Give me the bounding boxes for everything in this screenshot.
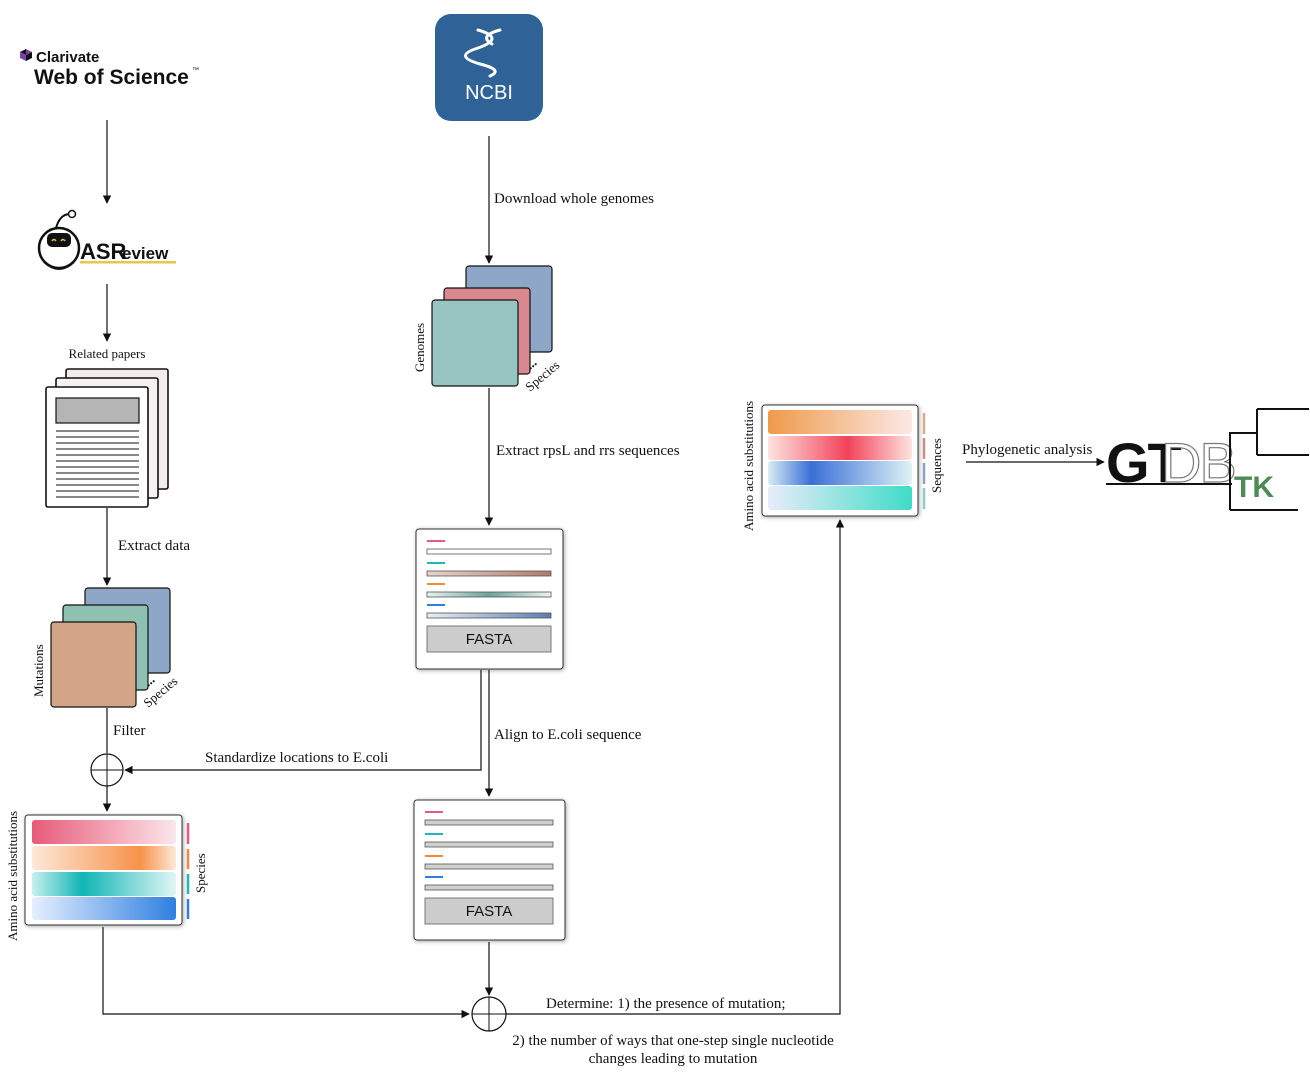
dna-helix-icon — [464, 28, 502, 78]
fasta-card-1: FASTA — [415, 528, 564, 670]
amino-right-label: Amino acid substitutions — [741, 401, 756, 531]
determine-line-2: 2) the number of ways that one-step sing… — [512, 1033, 834, 1049]
ncbi-wordmark: NCBI — [465, 82, 513, 104]
amino-matrix-right — [761, 404, 919, 517]
asreview-logo: ASR eview — [37, 209, 176, 270]
genomes-stack — [431, 265, 553, 387]
asreview-wordmark-b: eview — [122, 244, 169, 263]
species-left-label: Species — [193, 853, 208, 893]
ncbi-logo: NCBI — [435, 14, 543, 121]
related-papers-label: Related papers — [69, 346, 146, 361]
related-papers-stack — [45, 368, 169, 508]
web-of-science-logo: Clarivate Web of Science ™ — [20, 49, 199, 89]
wos-trademark: ™ — [192, 67, 199, 74]
fasta2-badge — [424, 897, 554, 925]
mutations-stack — [50, 587, 171, 708]
asreview-underline — [80, 261, 176, 264]
amino-left-label: Amino acid substitutions — [5, 811, 20, 941]
arrow-amino-left-to-join-bottom — [102, 927, 470, 1019]
fasta1-badge — [426, 625, 552, 653]
amino-right-row-blue — [768, 461, 912, 485]
standardize-label: Standardize locations to E.coli — [205, 750, 388, 766]
determine-line-1: Determine: 1) the presence of mutation; — [546, 996, 786, 1012]
genomes-label: Genomes — [412, 323, 427, 372]
asreview-robot-icon — [37, 209, 81, 270]
gtdb-tk: TK — [1234, 471, 1274, 504]
amino-row-teal — [32, 872, 176, 896]
fasta1-label: FASTA — [466, 631, 512, 648]
amino-row-blue — [32, 897, 176, 920]
gtdb-tk-logo: GT DB TK — [1106, 408, 1309, 511]
arrow-fasta1-to-join-left — [124, 670, 482, 775]
extract-data-label: Extract data — [118, 538, 190, 554]
sequences-right-label: Sequences — [929, 438, 944, 493]
mutations-label: Mutations — [31, 644, 46, 697]
arrow-join-bottom-to-amino-right — [506, 519, 845, 1015]
download-label: Download whole genomes — [494, 191, 654, 207]
amino-right-row-red — [768, 436, 912, 460]
fasta-card-2: FASTA — [413, 799, 566, 941]
filter-label: Filter — [113, 723, 146, 739]
phylo-label: Phylogenetic analysis — [962, 442, 1093, 458]
align-label: Align to E.coli sequence — [494, 727, 642, 743]
wos-wordmark: Web of Science — [34, 66, 189, 89]
fasta2-label: FASTA — [466, 903, 512, 920]
paper-header-block — [55, 397, 140, 424]
join-node-bottom — [471, 996, 507, 1032]
clarivate-icon — [20, 49, 32, 61]
paper-text-lines — [56, 430, 139, 498]
join-node-left — [90, 753, 124, 787]
clarivate-wordmark: Clarivate — [36, 49, 99, 66]
amino-right-row-teal — [768, 486, 912, 510]
amino-row-orange — [32, 846, 176, 870]
mutations-front-card — [50, 621, 137, 708]
amino-right-row-orange — [768, 410, 912, 434]
amino-matrix-left — [24, 814, 183, 926]
amino-row-pink — [32, 820, 176, 844]
asreview-wordmark-a: ASR — [80, 239, 127, 264]
extract-seq-label: Extract rpsL and rrs sequences — [496, 443, 680, 459]
genomes-front-card — [431, 299, 519, 387]
phylogenetic-tree-icon — [1229, 408, 1309, 511]
determine-line-3: changes leading to mutation — [589, 1051, 758, 1067]
